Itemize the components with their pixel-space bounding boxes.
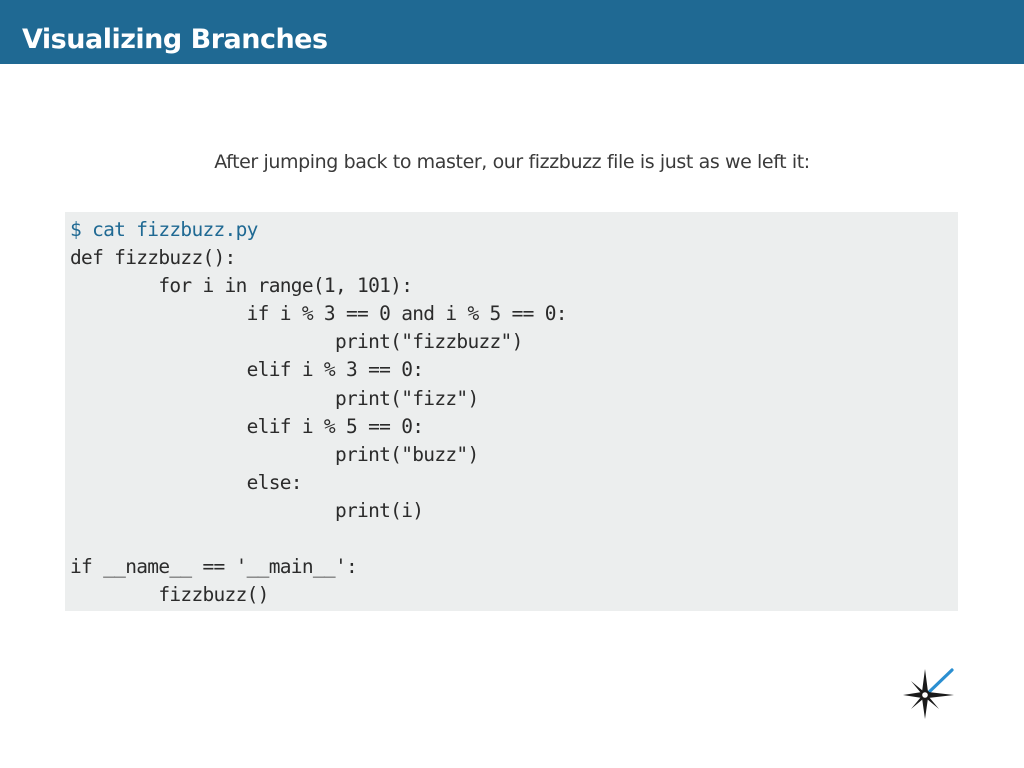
code-line xyxy=(70,525,958,553)
slide-title: Visualizing Branches xyxy=(22,24,328,55)
code-line: $ cat fizzbuzz.py xyxy=(70,218,258,241)
code-line: elif i % 3 == 0: xyxy=(70,358,424,382)
code-line: for i in range(1, 101): xyxy=(70,274,413,298)
code-line: print("fizz") xyxy=(70,386,479,410)
code-line: print(i) xyxy=(70,498,424,522)
title-bar: Visualizing Branches xyxy=(0,0,1024,64)
code-line: print("fizzbuzz") xyxy=(70,330,523,354)
code-block: $ cat fizzbuzz.py def fizzbuzz(): for i … xyxy=(65,212,958,611)
compass-star-icon xyxy=(902,665,958,721)
code-line: print("buzz") xyxy=(70,442,479,466)
code-line: else: xyxy=(70,470,303,494)
code-line: elif i % 5 == 0: xyxy=(70,414,424,438)
code-line: if i % 3 == 0 and i % 5 == 0: xyxy=(70,302,568,326)
intro-text: After jumping back to master, our fizzbu… xyxy=(214,151,810,173)
code-line: def fizzbuzz(): xyxy=(70,246,236,270)
code-line: fizzbuzz() xyxy=(70,583,269,607)
code-line: if __name__ == '__main__': xyxy=(70,555,358,579)
